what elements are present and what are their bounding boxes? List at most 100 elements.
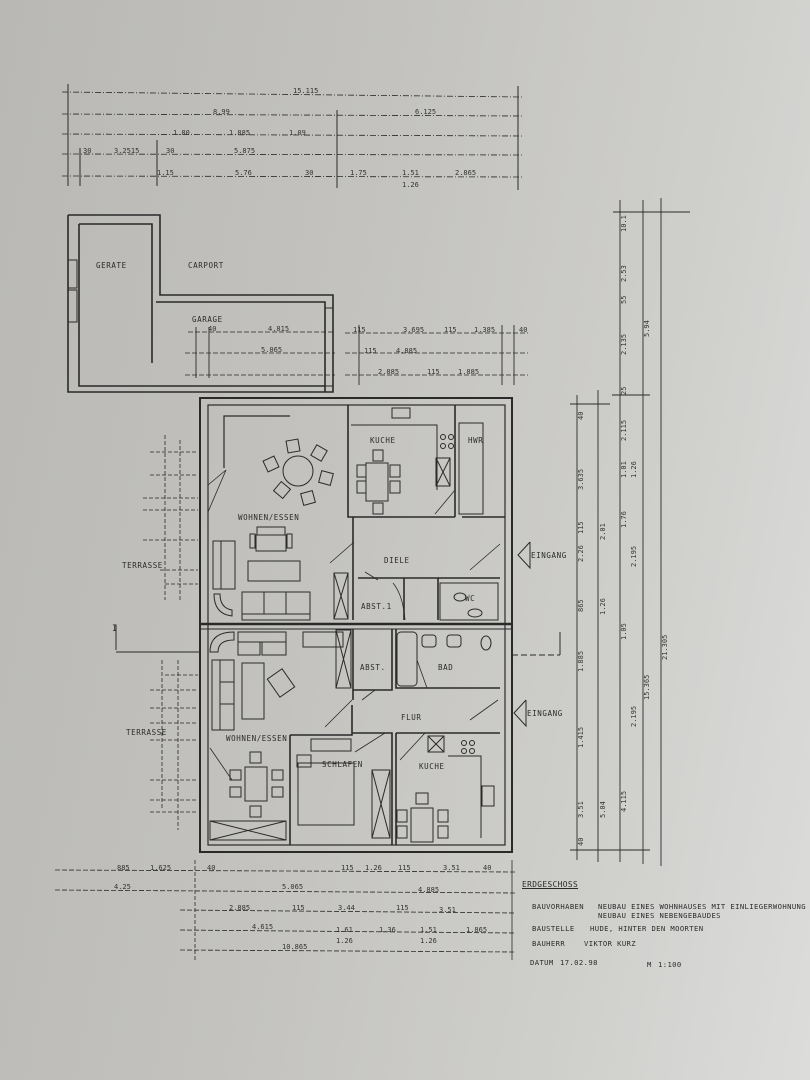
dim-bottom-r4-d: 1.36	[379, 926, 396, 934]
dim-bottom-r3-a: 2.885	[229, 904, 251, 912]
lower-kitchen-furniture	[396, 735, 495, 843]
dim-left-span: 8.99	[213, 108, 230, 116]
dim-ur-r1-b: 3.695	[403, 326, 425, 334]
dim-top-r5-e: 1.51	[402, 169, 419, 177]
dim-ur-r3-b: 115	[427, 368, 440, 376]
room-label-bad: BAD	[438, 663, 454, 672]
dim-right-d-3: 1.26	[630, 461, 638, 478]
dim-bottom-r2-b: 5.065	[282, 883, 304, 891]
dim-right-b-1: 40	[577, 411, 585, 420]
terrace-grids	[143, 435, 198, 830]
dim-top-r4-d: 5.875	[234, 147, 256, 155]
dim-right-b-6: 1.885	[577, 650, 585, 672]
dim-top-r4-b: 3.2515	[114, 147, 140, 155]
room-label-carport: CARPORT	[188, 261, 224, 270]
dim-top-r3-b: 1.885	[229, 129, 251, 137]
scale-label: M	[647, 960, 652, 969]
dim-bottom-r1-a: 885	[117, 864, 130, 872]
dim-bottom-r4-f: 1.26	[420, 937, 437, 945]
entrance-label-upper: EINGANG	[531, 551, 567, 560]
dim-right-b-8: 3.51	[577, 801, 585, 818]
dim-bottom-r1-g: 3.51	[443, 864, 460, 872]
dim-top-r5-b: 5.76	[235, 169, 252, 177]
room-label-kueche-upper: KUCHE	[370, 436, 396, 445]
dim-bottom-r2-a: 4.25	[114, 883, 131, 891]
room-label-kueche-lower: KUCHE	[419, 762, 445, 771]
dim-right-a-5: 25	[620, 386, 628, 395]
lower-dining-furniture	[209, 751, 287, 841]
dim-bottom-r4-b: 1.61	[336, 926, 353, 934]
dim-bottom-total: 10.865	[282, 943, 308, 951]
dim-right-total-overall: 21.305	[661, 634, 669, 660]
dim-top-r3-c: 1.09	[289, 129, 306, 137]
room-label-diele: DIELE	[384, 556, 410, 565]
upper-kitchen-furniture	[351, 407, 484, 515]
room-label-wohnen-essen-upper: WOHNEN/ESSEN	[238, 513, 300, 522]
dim-right-a-2: 2.53	[620, 265, 628, 282]
dim-top-r5-d: 1.75	[350, 169, 367, 177]
room-label-abst-1: ABST.1	[361, 602, 392, 611]
room-label-wohnen-essen-lower: WOHNEN/ESSEN	[226, 734, 288, 743]
lower-bedroom-furniture	[296, 738, 391, 839]
dim-ur-r1-d: 1.385	[474, 326, 496, 334]
dim-right-a-1: 10.1	[620, 215, 628, 232]
dim-bottom-r4-e: 1.51	[420, 926, 437, 934]
dim-right-b-4: 2.26	[577, 545, 585, 562]
dim-overall-width: 15.115	[293, 87, 319, 95]
dim-bottom-r1-c: 40	[207, 864, 216, 872]
dim-ur-r3-a: 2.885	[378, 368, 400, 376]
dim-top-r5-f: 1.26	[402, 181, 419, 189]
dim-bottom-r3-b: 115	[292, 904, 305, 912]
dim-ur-r1-e: 40	[519, 326, 528, 334]
dim-bottom-r1-e: 1.26	[365, 864, 382, 872]
room-label-garage: GARAGE	[192, 315, 223, 324]
room-label-terrasse-lower: TERRASSE	[126, 728, 167, 737]
entrance-label-lower: EINGANG	[527, 709, 563, 718]
dim-right-d-5: 2.195	[630, 545, 638, 567]
dim-bottom-r1-f: 115	[398, 864, 411, 872]
dim-right-b-7: 1.415	[577, 726, 585, 748]
lower-unit-walls	[289, 629, 500, 845]
date-label: DATUM	[530, 958, 554, 967]
dim-bottom-r3-e: 3.51	[439, 906, 456, 914]
dim-right-d-8: 4.115	[620, 790, 628, 812]
dim-bottom-r1-h: 40	[483, 864, 492, 872]
dim-bottom-r4-g: 1.865	[466, 926, 488, 934]
room-label-geraete: GERATE	[96, 261, 127, 270]
dim-right-d-4: 1.76	[620, 511, 628, 528]
dim-right-span: 6.125	[415, 108, 437, 116]
room-label-hwr: HWR	[468, 436, 484, 445]
dim-top-r4-c: 30	[166, 147, 175, 155]
dim-right-a-4: 2.135	[620, 333, 628, 355]
dim-right-b-9: 40	[577, 837, 585, 846]
dim-ur-r3-c: 1.885	[458, 368, 480, 376]
dim-right-a-3: 55	[620, 295, 628, 304]
dim-bottom-r1-d: 115	[341, 864, 354, 872]
dim-bottom-r1-b: 1.625	[150, 864, 172, 872]
dim-ur-r2-a: 115	[364, 347, 377, 355]
dim-top-r5-a: 1.15	[157, 169, 174, 177]
section-marker-label: I	[112, 624, 119, 634]
site-label: BAUSTELLE	[532, 924, 575, 933]
room-label-schlafen: SCHLAFEN	[322, 760, 363, 769]
dim-right-d-6: 1.05	[620, 623, 628, 640]
lower-door-swings	[209, 659, 499, 781]
upper-wc-fixtures	[439, 582, 499, 621]
dim-right-total-middle: 15.365	[643, 674, 651, 700]
dim-ur-r2-b: 4.885	[396, 347, 418, 355]
scale-value: 1:100	[658, 960, 682, 969]
dim-bottom-r2-c: 4.885	[418, 886, 440, 894]
room-label-abst: ABST.	[360, 663, 386, 672]
project-label: BAUVORHABEN	[532, 902, 584, 911]
dim-right-c-1: 2.01	[599, 523, 607, 540]
dim-top-r3-a: 1.80	[173, 129, 190, 137]
room-label-flur: FLUR	[401, 713, 422, 722]
site-value: HUDE, HINTER DEN MOORTEN	[590, 924, 704, 933]
dim-top-r4-a: 30	[83, 147, 92, 155]
garage-windows	[67, 259, 334, 387]
owner-label: BAUHERR	[532, 939, 566, 948]
dim-garage-inner: 4.815	[268, 325, 290, 333]
dim-bottom-r4-a: 4.615	[252, 923, 274, 931]
dim-right-d-7: 2.195	[630, 705, 638, 727]
